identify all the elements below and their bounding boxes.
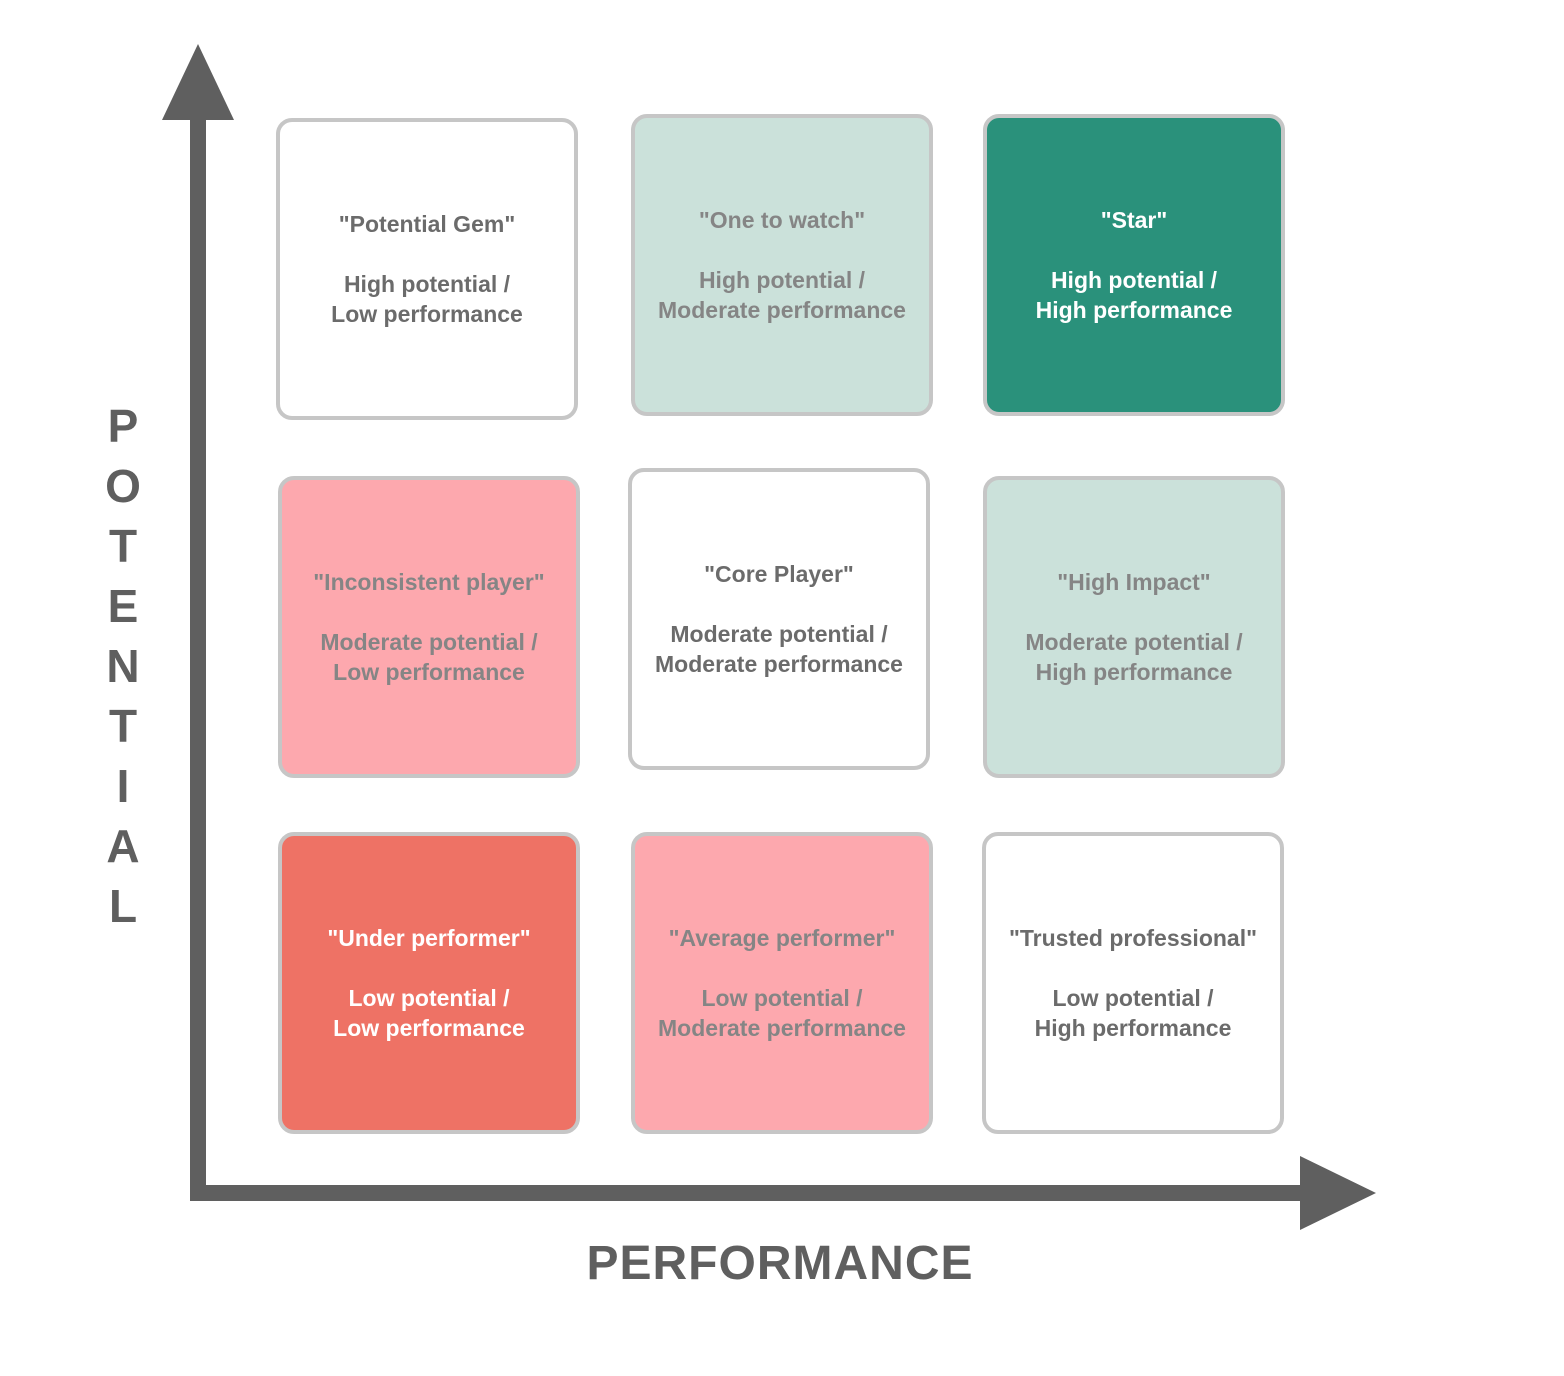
cell-potential-text: High potential / [343,271,511,297]
cell-performance-text: Low performance [331,301,523,327]
cell-performance-text: Moderate performance [655,651,903,677]
cell-potential-text: Moderate potential / [670,621,888,647]
cell-potential-text: Low potential / [701,985,863,1011]
cell-nickname: "Under performer" [327,925,531,951]
cell-performance-text: High performance [1034,1015,1232,1041]
y-axis-label-letter: O [105,460,141,512]
cell-potential-text: Moderate potential / [1025,629,1243,655]
cell-inconsistent-player: "Inconsistent player" Moderate potential… [278,476,580,778]
cell-star: "Star" High potential / High performance [983,114,1285,416]
y-axis-arrowhead [162,44,234,120]
x-axis-label: PERFORMANCE [586,1237,974,1290]
cell-potential-text: Moderate potential / [320,629,538,655]
y-axis-label-letter: N [106,640,140,692]
cell-nickname: "One to watch" [698,207,866,233]
cell-potential-text: Low potential / [348,985,510,1011]
cell-core-player: "Core Player" Moderate potential / Moder… [628,468,930,770]
y-axis-label-letter: I [116,760,130,812]
y-axis-label-letter: E [107,580,139,632]
y-axis-label-letter: T [108,520,138,572]
cell-performance-text: Moderate performance [658,1015,906,1041]
cell-potential-text: High potential / [1050,267,1218,293]
cell-performance-text: High performance [1035,297,1233,323]
cell-nickname: "High Impact" [1057,569,1211,595]
cell-performance-text: Moderate performance [658,297,906,323]
cell-potential-text: High potential / [698,267,866,293]
cell-performance-text: Low performance [333,659,525,685]
cell-nickname: "Average performer" [668,925,896,951]
cell-nickname: "Trusted professional" [1008,925,1258,951]
cell-potential-text: Low potential / [1052,985,1214,1011]
cell-nickname: "Star" [1100,207,1168,233]
cell-performance-text: Low performance [333,1015,525,1041]
cell-average-performer: "Average performer" Low potential / Mode… [631,832,933,1134]
cell-potential-gem: "Potential Gem" High potential / Low per… [276,118,578,420]
y-axis-label-letter: A [106,820,140,872]
y-axis-label-letter: T [108,700,138,752]
cell-under-performer: "Under performer" Low potential / Low pe… [278,832,580,1134]
x-axis-arrowhead [1300,1156,1376,1230]
cell-trusted-professional: "Trusted professional" Low potential / H… [982,832,1284,1134]
cell-performance-text: High performance [1035,659,1233,685]
cell-one-to-watch: "One to watch" High potential / Moderate… [631,114,933,416]
cell-nickname: "Inconsistent player" [313,569,545,595]
cell-nickname: "Potential Gem" [338,211,516,237]
y-axis-label-letter: L [108,880,138,932]
cell-nickname: "Core Player" [704,561,854,587]
y-axis-label-letter: P [107,400,139,452]
cell-high-impact: "High Impact" Moderate potential / High … [983,476,1285,778]
